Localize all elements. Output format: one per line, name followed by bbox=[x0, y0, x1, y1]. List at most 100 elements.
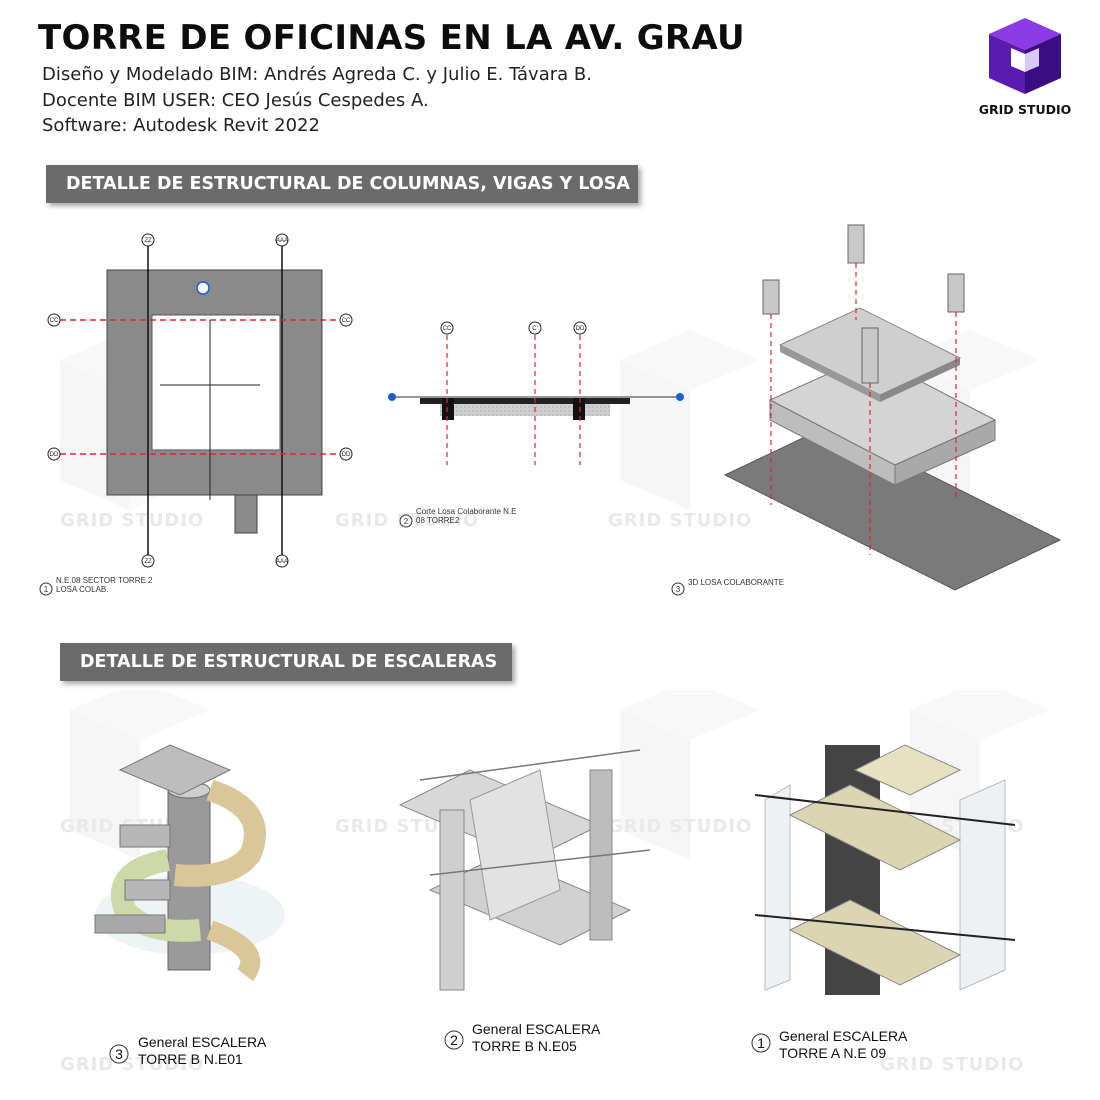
watermark-text: GRID STUDIO bbox=[608, 816, 752, 837]
slab-section bbox=[420, 398, 630, 404]
credit-design: Diseño y Modelado BIM: Andrés Agreda C. … bbox=[42, 64, 592, 85]
handrail bbox=[754, 794, 1016, 826]
grid-bubble-label: C' bbox=[532, 326, 537, 332]
slab-extension bbox=[234, 494, 258, 534]
slab-opening bbox=[151, 314, 281, 451]
stair-flight bbox=[788, 899, 962, 986]
grid-bubble-label: CC bbox=[50, 318, 59, 324]
glass-wall bbox=[959, 779, 1006, 991]
grid-bubble-label: DD bbox=[50, 452, 59, 458]
grid-bubble-label: AAA bbox=[276, 559, 288, 565]
grid-bubble bbox=[141, 554, 155, 568]
grid-bubble bbox=[339, 447, 353, 461]
column-iso bbox=[847, 224, 865, 264]
view-number-bubble bbox=[399, 514, 413, 528]
watermark-text: GRID STUDIO bbox=[608, 510, 752, 531]
section-banner-structure: DETALLE DE ESTRUCTURAL DE COLUMNAS, VIGA… bbox=[46, 165, 638, 203]
view-caption: General ESCALERA bbox=[779, 1028, 908, 1044]
floor-slab bbox=[124, 879, 171, 901]
grid-bubble bbox=[339, 313, 353, 327]
view-number: 3 bbox=[115, 1046, 123, 1062]
grid-bubble bbox=[528, 321, 542, 335]
grid-bubble-label: CC bbox=[443, 326, 452, 332]
column-iso bbox=[947, 273, 965, 313]
view-caption: General ESCALERA bbox=[138, 1034, 267, 1050]
straight-stair: 1 General ESCALERA TORRE A N.E 09 bbox=[751, 744, 1016, 1061]
spiral-flight bbox=[206, 920, 261, 982]
page-title: TORRE DE OFICINAS EN LA AV. GRAU bbox=[38, 18, 745, 58]
landing bbox=[853, 744, 962, 796]
column-iso bbox=[762, 279, 780, 315]
grid-bubble-label: CC bbox=[342, 318, 351, 324]
handrail bbox=[754, 914, 1016, 941]
spiral-flight bbox=[174, 779, 266, 887]
plan-view: ZZ AAA CC CC DD DD ZZ AAA 1 N.E.08 SECTO… bbox=[39, 233, 353, 596]
view-number: 3 bbox=[676, 585, 681, 594]
section-view: CC C' DD 2 Corte Losa Colaborante N.E 08… bbox=[388, 321, 684, 528]
beam-section bbox=[573, 398, 585, 420]
beam-section bbox=[442, 398, 454, 420]
u-stair: 2 General ESCALERA TORRE B N.E05 bbox=[398, 749, 651, 1054]
grid-bubble-label: ZZ bbox=[144, 559, 152, 565]
spiral-flight bbox=[110, 849, 201, 942]
grid-bubble bbox=[275, 554, 289, 568]
view-caption: Corte Losa Colaborante N.E bbox=[416, 507, 517, 516]
view-caption: General ESCALERA bbox=[472, 1021, 601, 1037]
stair-flight bbox=[788, 784, 962, 871]
grid-bubble-label: AAA bbox=[276, 238, 288, 244]
landing bbox=[118, 744, 232, 796]
grid-bubble bbox=[47, 313, 61, 327]
view-number: 1 bbox=[757, 1035, 765, 1051]
view-caption: TORRE A N.E 09 bbox=[779, 1045, 886, 1061]
grid-bubble-label: DD bbox=[342, 452, 351, 458]
floor-slab bbox=[119, 824, 171, 848]
section-marker bbox=[196, 281, 210, 295]
grid-bubble bbox=[440, 321, 454, 335]
watermark-text: GRID STUDIO bbox=[60, 1054, 204, 1075]
view-caption: 08 TORRE2 bbox=[416, 516, 460, 525]
watermark-text: GRID STUDIO bbox=[60, 510, 204, 531]
stair-drawings: GRID STUDIO GRID STUDIO GRID STUDIO GRID… bbox=[60, 690, 1050, 1075]
grid-bubble bbox=[275, 233, 289, 247]
view-caption: 3D LOSA COLABORANTE bbox=[688, 578, 784, 587]
watermark-text: GRID STUDIO bbox=[880, 1054, 1024, 1075]
view-number-bubble bbox=[39, 582, 53, 596]
logo-text: GRID STUDIO bbox=[978, 102, 1072, 117]
column-iso bbox=[861, 327, 879, 384]
view-number: 2 bbox=[404, 517, 409, 526]
handrail bbox=[419, 749, 641, 781]
grid-studio-logo: GRID STUDIO bbox=[975, 14, 1075, 124]
slab-fill bbox=[440, 404, 610, 416]
stair-flight bbox=[469, 769, 561, 921]
slab-edge bbox=[880, 358, 960, 402]
view-number-bubble bbox=[751, 1033, 771, 1053]
grid-bubble-label: DD bbox=[576, 326, 585, 332]
handrail bbox=[429, 849, 651, 876]
column bbox=[439, 809, 465, 991]
view-number: 2 bbox=[450, 1032, 458, 1048]
beam-face bbox=[894, 419, 996, 486]
grid-bubble bbox=[573, 321, 587, 335]
level-marker bbox=[388, 393, 396, 401]
level-marker bbox=[676, 393, 684, 401]
section-banner-stairs: DETALLE DE ESTRUCTURAL DE ESCALERAS bbox=[60, 643, 512, 681]
floor-slab bbox=[94, 914, 166, 934]
grid-bubble bbox=[47, 447, 61, 461]
view-number-bubble bbox=[444, 1030, 464, 1050]
credit-teacher: Docente BIM USER: CEO Jesús Cespedes A. bbox=[42, 90, 429, 111]
grid-bubble bbox=[141, 233, 155, 247]
structure-drawings: GRID STUDIO GRID STUDIO GRID STUDIO GRID… bbox=[39, 224, 1062, 596]
ground-slab bbox=[723, 424, 1062, 591]
grid-bubble-label: ZZ bbox=[144, 238, 152, 244]
cube-logo-icon bbox=[989, 18, 1061, 94]
view-caption: TORRE B N.E05 bbox=[472, 1038, 577, 1054]
spiral-stair: 3 General ESCALERA TORRE B N.E01 bbox=[94, 744, 285, 1067]
slab-edge bbox=[780, 345, 880, 402]
view-caption: LOSA COLAB. bbox=[56, 585, 108, 594]
view-caption: N.E.08 SECTOR TORRE 2 bbox=[56, 576, 153, 585]
credit-software: Software: Autodesk Revit 2022 bbox=[42, 115, 320, 136]
view-number-bubble bbox=[671, 582, 685, 596]
view-number: 1 bbox=[44, 585, 49, 594]
view-caption: TORRE B N.E01 bbox=[138, 1051, 243, 1067]
glass-wall bbox=[764, 784, 791, 991]
